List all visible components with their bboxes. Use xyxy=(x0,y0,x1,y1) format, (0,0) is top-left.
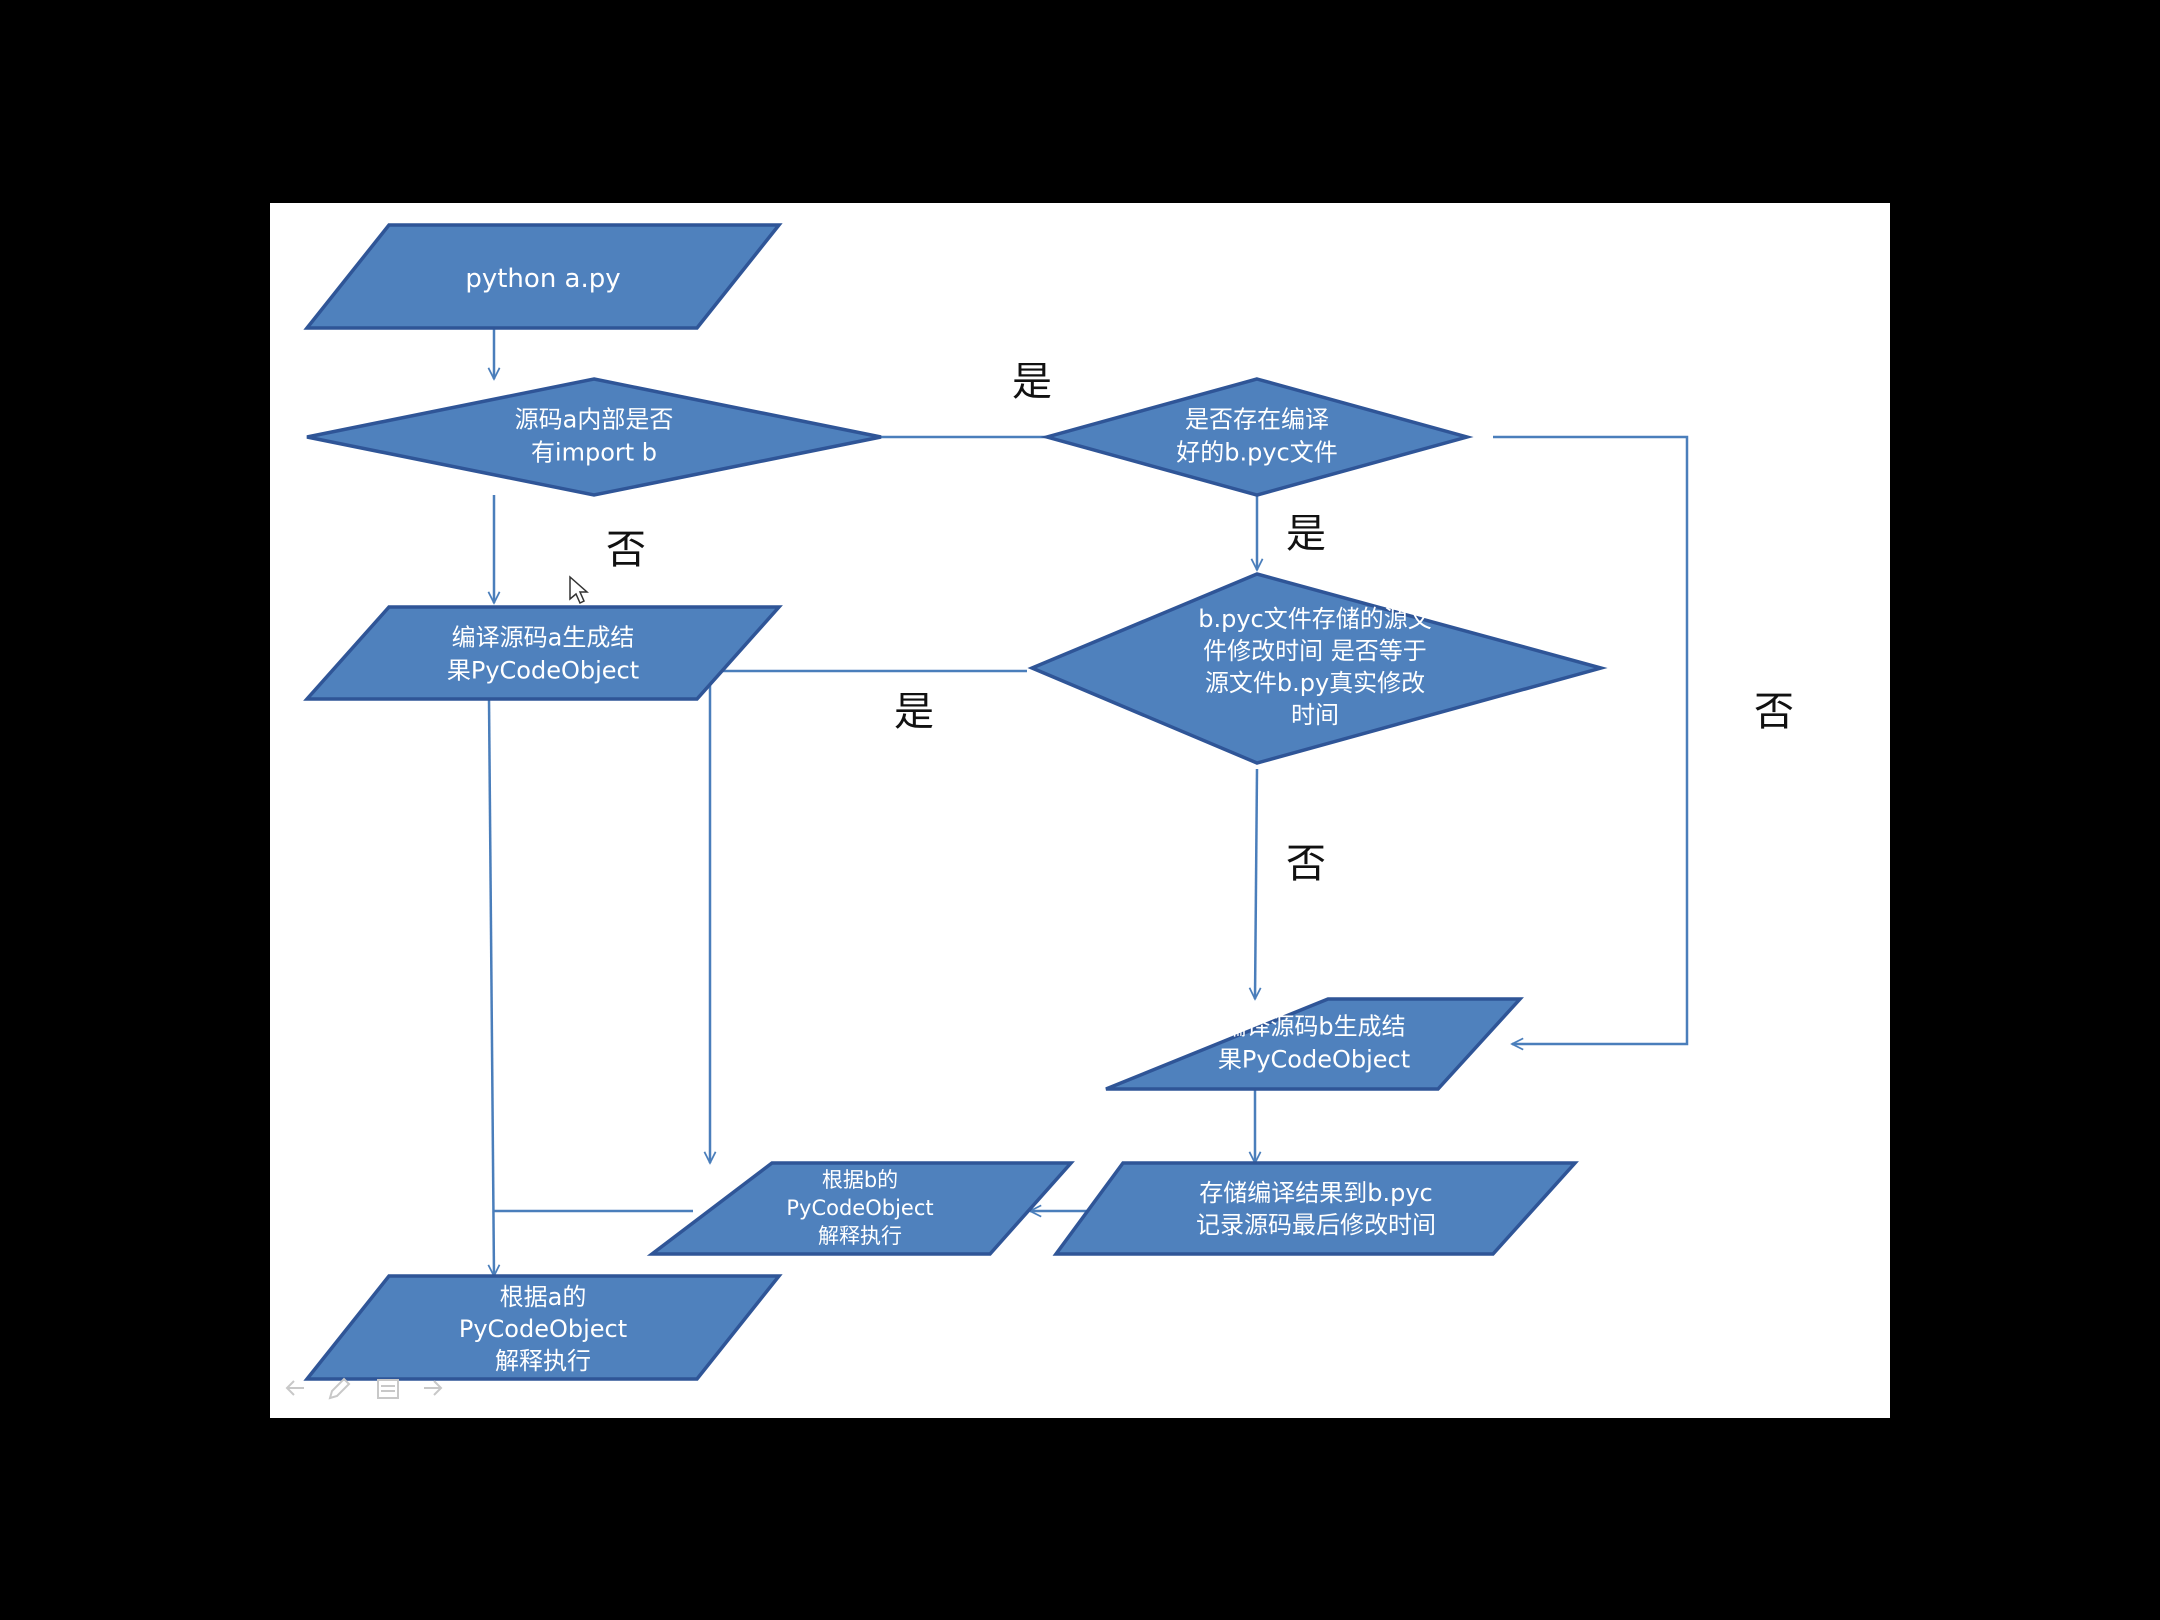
edge-labels: 是 否 是 否 是 否 xyxy=(606,359,1794,887)
label-pyc-yes: 是 xyxy=(1286,511,1326,557)
label-import-yes: 是 xyxy=(1012,359,1052,405)
nodes: python a.py 源码a内部是否有import b 编译源码a生成结果Py… xyxy=(303,223,1608,1381)
node-text-line: 编译源码a生成结 xyxy=(452,624,635,652)
node-text-line: 存储编译结果到b.pyc xyxy=(1199,1179,1433,1207)
node-text-line: b.pyc文件存储的源文 xyxy=(1198,605,1432,633)
label-time-yes: 是 xyxy=(894,689,934,735)
mouse-cursor-icon xyxy=(569,575,589,605)
node-text-line: 是否存在编译 xyxy=(1185,406,1329,434)
label-time-no: 否 xyxy=(1286,841,1326,887)
pyc-exists-decision: 是否存在编译好的b.pyc文件 xyxy=(1040,377,1474,497)
compile-a-node: 编译源码a生成结果PyCodeObject xyxy=(303,605,783,701)
compile-a-text: 编译源码a生成结果PyCodeObject xyxy=(447,624,639,685)
edge-compile-a-to-exec-a xyxy=(489,698,494,1276)
node-text-line: 记录源码最后修改时间 xyxy=(1196,1211,1436,1239)
start-node-text: python a.py xyxy=(465,264,620,294)
edge-time-no-to-compile-b xyxy=(1255,768,1257,999)
store-pyc-node: 存储编译结果到b.pyc 记录源码最后修改时间 xyxy=(1052,1161,1579,1256)
node-text-line: 有import b xyxy=(531,439,657,467)
label-import-no: 否 xyxy=(606,527,646,573)
edge-pyc-no-to-compile-b xyxy=(1493,435,1689,1044)
label-pyc-no: 否 xyxy=(1754,689,1794,735)
node-text-line: 根据b的 xyxy=(822,1168,898,1192)
node-text-line: 果PyCodeObject xyxy=(1218,1046,1410,1074)
node-text-line: 好的b.pyc文件 xyxy=(1176,439,1338,467)
pen-icon[interactable] xyxy=(328,1377,351,1400)
node-text-line: 解释执行 xyxy=(818,1224,902,1248)
slideshow-controls[interactable] xyxy=(285,1377,443,1400)
import-check-text: 源码a内部是否有import b xyxy=(515,406,674,467)
compile-b-text: 编译源码b生成结果PyCodeObject xyxy=(1218,1013,1410,1074)
node-text-line: 果PyCodeObject xyxy=(447,657,639,685)
time-match-decision: b.pyc文件存储的源文件修改时间 是否等于源文件b.py真实修改时间 xyxy=(1027,572,1608,765)
node-text-line: PyCodeObject xyxy=(459,1315,627,1343)
exec-b-node: 根据b的 PyCodeObject 解释执行 xyxy=(646,1161,1075,1256)
node-text-line: 源文件b.py真实修改 xyxy=(1205,669,1425,697)
node-text-line: 件修改时间 是否等于 xyxy=(1203,637,1427,665)
exec-a-node: 根据a的 PyCodeObject 解释执行 xyxy=(303,1274,783,1381)
import-check-decision: 源码a内部是否有import b xyxy=(306,377,882,497)
flowchart: 是 否 是 否 是 否 python a.py 源码a内部是否有import b xyxy=(285,223,1794,1400)
pyc-exists-text: 是否存在编译好的b.pyc文件 xyxy=(1176,406,1338,467)
node-text-line: 编译源码b生成结 xyxy=(1222,1013,1405,1041)
start-node: python a.py xyxy=(303,223,783,330)
node-text-line: python a.py xyxy=(465,264,620,294)
store-pyc-text: 存储编译结果到b.pyc 记录源码最后修改时间 xyxy=(1196,1179,1436,1239)
exec-a-text: 根据a的 PyCodeObject 解释执行 xyxy=(459,1283,627,1375)
time-match-text: b.pyc文件存储的源文件修改时间 是否等于源文件b.py真实修改时间 xyxy=(1198,605,1432,729)
node-text-line: PyCodeObject xyxy=(786,1196,933,1220)
node-text-line: 解释执行 xyxy=(495,1347,591,1375)
exec-b-text: 根据b的 PyCodeObject 解释执行 xyxy=(786,1168,933,1248)
edge-time-yes-to-exec-b xyxy=(710,669,1027,1163)
node-text-line: 源码a内部是否 xyxy=(515,406,674,434)
node-text-line: 时间 xyxy=(1291,701,1339,729)
node-text-line: 根据a的 xyxy=(500,1283,587,1311)
forward-arrow-icon[interactable] xyxy=(424,1380,443,1396)
slide: 是 否 是 否 是 否 python a.py 源码a内部是否有import b xyxy=(270,203,1890,1418)
back-arrow-icon[interactable] xyxy=(285,1380,304,1396)
compile-b-node: 编译源码b生成结果PyCodeObject xyxy=(1105,997,1524,1091)
menu-icon[interactable] xyxy=(377,1379,399,1399)
